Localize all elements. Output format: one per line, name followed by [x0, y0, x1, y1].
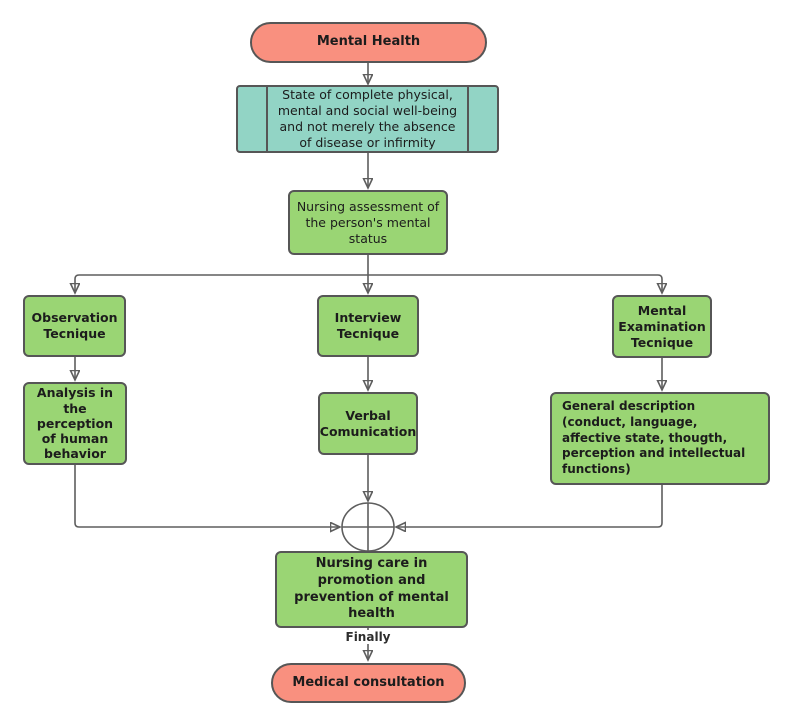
node-mental-examination-technique-label: Mental Examination Tecnique: [618, 302, 706, 350]
node-mental-health-label: Mental Health: [316, 34, 421, 50]
node-interview-technique-label: Interview Tecnique: [334, 310, 402, 341]
node-who-definition[interactable]: State of complete physical, mental and s…: [236, 85, 499, 153]
node-interview-technique[interactable]: Interview Tecnique: [317, 295, 419, 357]
node-observation-technique-label: Observation Tecnique: [31, 310, 118, 341]
connector-label-finally: Finally: [336, 630, 400, 645]
node-nursing-care[interactable]: Nursing care in promotion and prevention…: [275, 551, 468, 628]
node-nursing-care-label: Nursing care in promotion and prevention…: [294, 556, 449, 622]
node-general-description-label: General description (conduct, language, …: [562, 398, 746, 477]
node-general-description[interactable]: General description (conduct, language, …: [550, 392, 770, 485]
connector-description-to-junction: [396, 485, 663, 527]
connector-split-right: [368, 274, 662, 293]
node-analysis-perception-label: Analysis in the perception of human beha…: [36, 385, 114, 462]
node-verbal-communication-label: Verbal Comunication: [319, 407, 417, 439]
predefined-process-bar-left: [266, 86, 268, 152]
node-nursing-assessment-label: Nursing assessment of the person's menta…: [296, 198, 440, 246]
node-medical-consultation-label: Medical consultation: [292, 674, 445, 690]
node-mental-examination-technique[interactable]: Mental Examination Tecnique: [612, 295, 712, 358]
node-nursing-assessment[interactable]: Nursing assessment of the person's menta…: [288, 190, 448, 255]
connector-split-left: [75, 274, 368, 293]
predefined-process-bar-right: [467, 86, 469, 152]
node-who-definition-label: State of complete physical, mental and s…: [277, 87, 458, 150]
connector-analysis-to-junction: [74, 465, 340, 527]
node-analysis-perception[interactable]: Analysis in the perception of human beha…: [23, 382, 127, 465]
node-observation-technique[interactable]: Observation Tecnique: [23, 295, 126, 357]
node-mental-health[interactable]: Mental Health: [250, 22, 487, 63]
node-verbal-communication[interactable]: Verbal Comunication: [318, 392, 418, 455]
node-medical-consultation[interactable]: Medical consultation: [271, 663, 466, 703]
